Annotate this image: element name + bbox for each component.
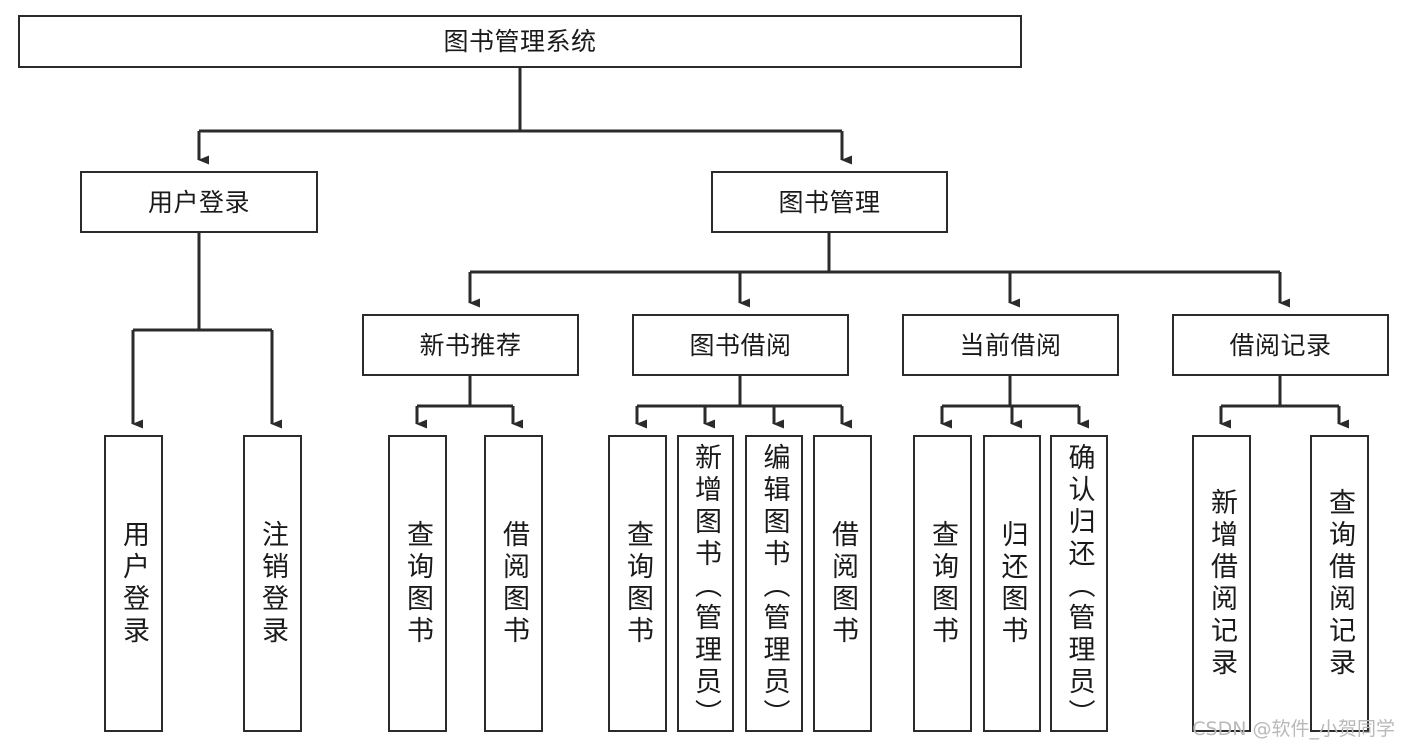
node-leaf-logout[interactable]: 注销登录 xyxy=(243,435,302,732)
node-leaf-query-book-2[interactable]: 查询图书 xyxy=(608,435,667,732)
node-leaf-logout-label: 注销登录 xyxy=(257,519,288,648)
node-leaf-edit-book[interactable]: 编辑图书（管理员） xyxy=(745,435,803,732)
node-leaf-add-book[interactable]: 新增图书（管理员） xyxy=(677,435,734,732)
node-leaf-user-login-label: 用户登录 xyxy=(118,519,149,648)
node-leaf-edit-book-label: 编辑图书（管理员） xyxy=(758,443,790,731)
node-leaf-query-book-2-label: 查询图书 xyxy=(622,519,653,648)
node-leaf-query-record-label: 查询借阅记录 xyxy=(1324,487,1355,680)
edge-new-book-recommend-to-leaves xyxy=(415,376,523,429)
edge-book-borrow-to-leaves xyxy=(635,376,852,429)
node-borrow-record-label: 借阅记录 xyxy=(1229,330,1332,360)
node-leaf-add-record-label: 新增借阅记录 xyxy=(1206,487,1237,680)
node-leaf-borrow-book-1[interactable]: 借阅图书 xyxy=(484,435,543,732)
edge-current-borrow-to-leaves xyxy=(940,376,1089,429)
node-new-book-recommend-label: 新书推荐 xyxy=(419,330,522,360)
node-leaf-borrow-book-2[interactable]: 借阅图书 xyxy=(813,435,872,732)
csdn-watermark: CSDN @软件_小贺同学 xyxy=(1192,718,1395,740)
edge-root-to-level2 xyxy=(197,68,852,165)
node-book-manage[interactable]: 图书管理 xyxy=(711,171,948,233)
node-leaf-query-record[interactable]: 查询借阅记录 xyxy=(1310,435,1369,732)
node-leaf-return-book-label: 归还图书 xyxy=(996,519,1028,648)
node-leaf-query-book-1-label: 查询图书 xyxy=(402,519,433,648)
node-leaf-return-book[interactable]: 归还图书 xyxy=(983,435,1041,732)
edge-user-login-to-leaves xyxy=(131,233,282,429)
node-book-borrow-label: 图书借阅 xyxy=(689,330,792,360)
node-borrow-record[interactable]: 借阅记录 xyxy=(1172,314,1389,376)
node-root-label: 图书管理系统 xyxy=(443,27,597,56)
node-root[interactable]: 图书管理系统 xyxy=(18,15,1022,68)
node-new-book-recommend[interactable]: 新书推荐 xyxy=(362,314,579,376)
node-book-borrow[interactable]: 图书借阅 xyxy=(632,314,849,376)
node-leaf-add-book-label: 新增图书（管理员） xyxy=(690,443,721,731)
node-user-login-label: 用户登录 xyxy=(147,187,250,217)
node-leaf-query-book-3-label: 查询图书 xyxy=(927,519,958,648)
node-leaf-confirm-return[interactable]: 确认归还（管理员） xyxy=(1050,435,1108,732)
node-leaf-borrow-book-2-label: 借阅图书 xyxy=(827,519,858,648)
node-leaf-query-book-3[interactable]: 查询图书 xyxy=(913,435,972,732)
node-leaf-add-record[interactable]: 新增借阅记录 xyxy=(1192,435,1251,732)
node-current-borrow[interactable]: 当前借阅 xyxy=(902,314,1119,376)
node-leaf-query-book-1[interactable]: 查询图书 xyxy=(388,435,447,732)
edge-book-manage-to-level3 xyxy=(468,233,1290,308)
node-user-login[interactable]: 用户登录 xyxy=(80,171,318,233)
node-leaf-user-login[interactable]: 用户登录 xyxy=(104,435,163,732)
node-current-borrow-label: 当前借阅 xyxy=(959,330,1062,360)
node-leaf-confirm-return-label: 确认归还（管理员） xyxy=(1063,443,1095,731)
edge-borrow-record-to-leaves xyxy=(1219,376,1349,429)
node-book-manage-label: 图书管理 xyxy=(778,187,881,217)
node-leaf-borrow-book-1-label: 借阅图书 xyxy=(498,519,529,648)
